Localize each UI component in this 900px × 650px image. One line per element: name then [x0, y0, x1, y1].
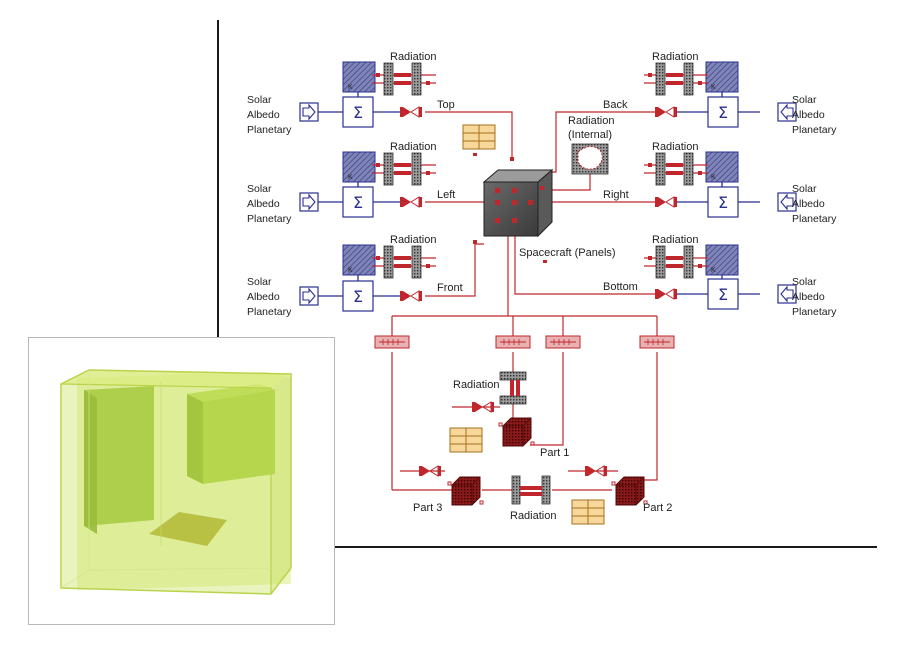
valve-icon [418, 465, 442, 477]
sum-block[interactable] [707, 186, 739, 218]
node-bar[interactable] [639, 335, 675, 349]
marker-dot [473, 153, 477, 156]
source-solar: Solar [792, 94, 817, 106]
valve-icon [654, 196, 678, 208]
flux-source-icon[interactable] [299, 192, 319, 212]
radiation-internal-sublabel: (Internal) [568, 129, 612, 141]
heat-load-block[interactable] [342, 61, 376, 93]
radiation-unit[interactable] [643, 152, 709, 186]
valve-icon [654, 288, 678, 300]
heat-load-block[interactable] [705, 151, 739, 183]
assembly-right [643, 151, 797, 218]
node-bar[interactable] [545, 335, 581, 349]
source-albedo: Albedo [792, 109, 825, 121]
radiation-label: Radiation [453, 379, 499, 391]
valve-icon [399, 290, 423, 302]
assembly-top [299, 61, 437, 128]
part2-label: Part 2 [643, 502, 672, 514]
source-solar: Solar [247, 183, 272, 195]
valve-icon [584, 465, 608, 477]
heat-load-block[interactable] [705, 244, 739, 276]
transparent-cube-render [60, 369, 292, 595]
radiation-unit[interactable] [643, 245, 709, 279]
source-albedo: Albedo [247, 109, 280, 121]
inset-3d-view[interactable] [28, 337, 335, 625]
radiation-unit-part1[interactable] [499, 371, 527, 405]
source-planetary: Planetary [792, 213, 837, 225]
part3-cube[interactable] [447, 476, 484, 506]
source-albedo: Albedo [247, 198, 280, 210]
red-wiring [391, 111, 658, 491]
radiation-label: Radiation [390, 234, 436, 246]
source-albedo: Albedo [792, 291, 825, 303]
node-bar[interactable] [374, 335, 410, 349]
heat-load-block[interactable] [342, 151, 376, 183]
part3-label: Part 3 [413, 502, 442, 514]
radiation-internal-label: Radiation [568, 115, 614, 127]
assembly-back [643, 61, 797, 128]
face-label-bottom: Bottom [603, 281, 638, 293]
source-solar: Solar [247, 276, 272, 288]
source-solar: Solar [247, 94, 272, 106]
assembly-bottom [643, 244, 797, 310]
spacecraft-label: Spacecraft (Panels) [519, 247, 616, 259]
source-planetary: Planetary [247, 124, 292, 136]
assembly-left [299, 151, 437, 218]
radiation-unit[interactable] [371, 152, 437, 186]
radiation-label: Radiation [510, 510, 556, 522]
flux-source-icon[interactable] [299, 286, 319, 306]
radiation-unit[interactable] [371, 62, 437, 96]
source-planetary: Planetary [792, 124, 837, 136]
sum-block[interactable] [707, 278, 739, 310]
heat-load-block[interactable] [705, 61, 739, 93]
face-label-front: Front [437, 282, 463, 294]
radiation-unit[interactable] [643, 62, 709, 96]
assembly-front [299, 244, 437, 312]
source-planetary: Planetary [792, 306, 837, 318]
radiation-label: Radiation [390, 141, 436, 153]
flux-source-icon[interactable] [299, 102, 319, 122]
face-label-left: Left [437, 189, 455, 201]
radiation-unit-parts[interactable] [511, 475, 551, 505]
source-solar: Solar [792, 183, 817, 195]
table-icon[interactable] [571, 499, 605, 525]
source-albedo: Albedo [247, 291, 280, 303]
source-planetary: Planetary [247, 213, 292, 225]
radiation-internal-icon[interactable] [571, 143, 609, 175]
valve-icon [399, 106, 423, 118]
blue-wiring [318, 92, 760, 297]
part1-label: Part 1 [540, 447, 569, 459]
radiation-label: Radiation [652, 141, 698, 153]
table-icon[interactable] [449, 427, 483, 453]
part2-cube[interactable] [611, 476, 648, 506]
labels: Radiation Radiation Radiation Radiation … [247, 51, 837, 522]
face-label-right: Right [603, 189, 629, 201]
face-label-top: Top [437, 99, 455, 111]
sum-block[interactable] [342, 186, 374, 218]
valve-icon [471, 401, 495, 413]
radiation-label: Radiation [652, 234, 698, 246]
radiation-label: Radiation [652, 51, 698, 63]
source-albedo: Albedo [792, 198, 825, 210]
heat-load-block[interactable] [342, 244, 376, 276]
valve-icon [399, 196, 423, 208]
part1-cube[interactable] [498, 417, 535, 447]
radiation-label: Radiation [390, 51, 436, 63]
sum-block[interactable] [342, 280, 374, 312]
sum-block[interactable] [707, 96, 739, 128]
valve-icon [654, 106, 678, 118]
spacecraft-cube[interactable] [473, 157, 554, 244]
table-icon[interactable] [462, 124, 496, 150]
sum-block[interactable] [342, 96, 374, 128]
marker-dot [543, 260, 547, 263]
radiation-unit[interactable] [371, 245, 437, 279]
node-bar[interactable] [495, 335, 531, 349]
face-label-back: Back [603, 99, 628, 111]
source-planetary: Planetary [247, 306, 292, 318]
source-solar: Solar [792, 276, 817, 288]
